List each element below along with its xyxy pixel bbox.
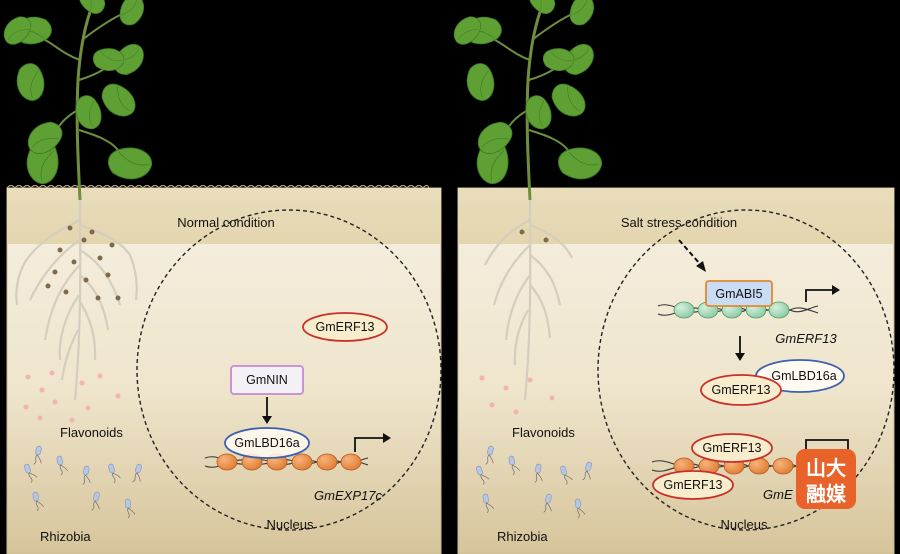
nucleus-label: Nucleus bbox=[721, 517, 768, 532]
tss-arrow-head bbox=[383, 433, 391, 443]
gene-label-top: GmERF13 bbox=[775, 331, 837, 346]
gmerf13-label-a: GmERF13 bbox=[711, 383, 770, 397]
gmlbd16a-label: GmLBD16a bbox=[771, 369, 836, 383]
gmerf13-ellipse-c bbox=[652, 470, 734, 500]
tss-arrow-top-head bbox=[832, 285, 840, 295]
gmerf13-label-b: GmERF13 bbox=[702, 441, 761, 455]
flavonoids-label: Flavonoids bbox=[60, 425, 123, 440]
gmerf13-label-c: GmERF13 bbox=[663, 478, 722, 492]
watermark-text-top: 山大 bbox=[806, 456, 846, 480]
gmlbd16a-ellipse bbox=[224, 427, 310, 459]
plant-shoot bbox=[0, 0, 157, 201]
stress-arrow-head bbox=[696, 261, 706, 272]
gmlbd16a-label: GmLBD16a bbox=[234, 436, 299, 450]
root-nodules bbox=[45, 225, 121, 301]
gmnin-label: GmNIN bbox=[246, 373, 288, 387]
plant-shoot bbox=[449, 0, 607, 201]
nucleus-label: Nucleus bbox=[267, 517, 314, 532]
stress-arrow bbox=[678, 239, 701, 265]
rhizobia-label: Rhizobia bbox=[40, 529, 91, 544]
rhizobia-label: Rhizobia bbox=[497, 529, 548, 544]
condition-label: Normal condition bbox=[177, 215, 275, 230]
gmabi5-label: GmABI5 bbox=[715, 287, 762, 301]
gene-label: GmEXP17c bbox=[314, 488, 382, 503]
nin-arrow-head bbox=[262, 416, 272, 424]
condition-label: Salt stress condition bbox=[621, 215, 737, 230]
root-system bbox=[484, 199, 574, 401]
repression-mark bbox=[805, 439, 849, 456]
tss-arrow bbox=[354, 437, 385, 452]
watermark-text-bottom: 融媒 bbox=[806, 482, 847, 506]
flavonoid-dots bbox=[479, 375, 555, 415]
nucleus-boundary bbox=[136, 209, 442, 531]
gmerf13-ellipse bbox=[302, 312, 388, 342]
flavonoid-dots bbox=[23, 370, 121, 423]
tss-arrow-top bbox=[805, 289, 834, 302]
root-nodules bbox=[519, 229, 549, 243]
gmerf13-label: GmERF13 bbox=[315, 320, 374, 334]
gene-label-bottom: GmE bbox=[763, 487, 793, 502]
nucleus-boundary bbox=[597, 209, 895, 531]
watermark-logo: 山大 融媒 bbox=[796, 449, 856, 509]
panel-normal: Normal condition GmNIN GmLBD16a GmERF13 … bbox=[0, 0, 442, 554]
flavonoids-label: Flavonoids bbox=[512, 425, 575, 440]
gmabi5-box bbox=[705, 280, 773, 307]
gmerf13-ellipse-b bbox=[691, 433, 773, 463]
abi-arrow-head bbox=[735, 353, 745, 361]
gmerf13-ellipse-a bbox=[700, 374, 782, 406]
gmnin-box bbox=[230, 365, 304, 395]
